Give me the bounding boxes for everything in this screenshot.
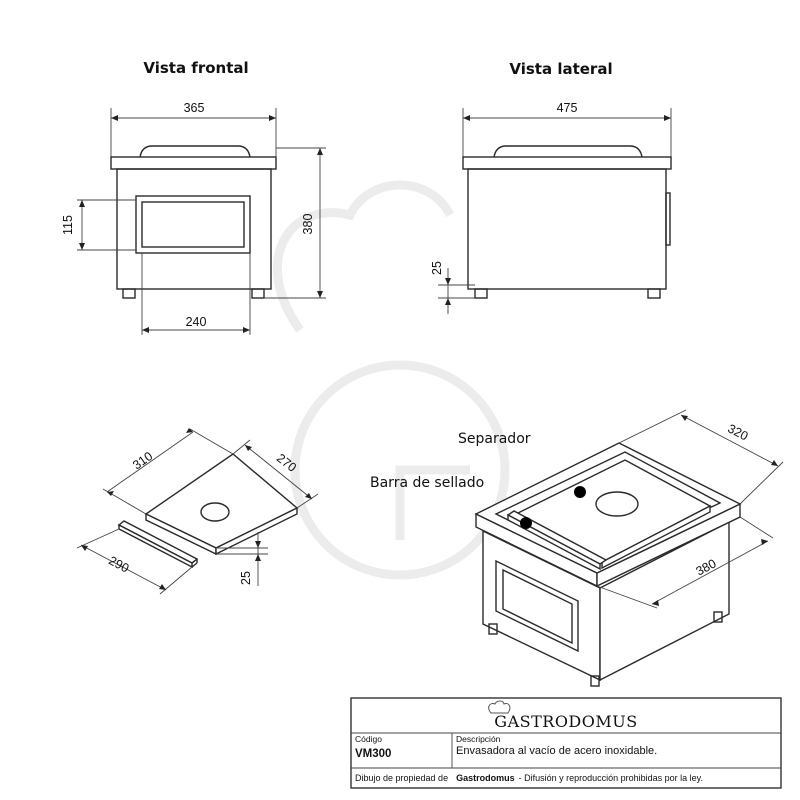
front-view-title: Vista frontal — [143, 59, 248, 77]
window-height-dimension: 115 — [61, 215, 75, 235]
description-label: Descripción — [456, 734, 501, 744]
separator-thickness-dimension: 25 — [239, 571, 253, 585]
side-view: 475 25 — [430, 101, 672, 314]
copyright-brand: Gastrodomus — [456, 773, 515, 783]
brand-name: GASTRODOMUS — [494, 712, 637, 731]
watermark-logo — [272, 180, 510, 580]
copyright-notice: Dibujo de propiedad de Gastrodomus - Dif… — [355, 768, 703, 785]
front-width-dimension: 365 — [184, 101, 205, 115]
gastrodomus-logo-icon — [488, 700, 511, 714]
feet-height-dimension: 25 — [430, 261, 444, 275]
separator-callout: Separador — [458, 431, 531, 447]
front-height-dimension: 380 — [301, 214, 315, 235]
separator-detail: 310 270 290 25 — [76, 428, 319, 595]
sealing-bar-marker — [520, 517, 532, 529]
side-view-title: Vista lateral — [509, 60, 612, 78]
separator-marker — [574, 486, 586, 498]
product-code: VM300 — [355, 748, 391, 760]
front-view: 365 115 380 240 — [61, 101, 326, 335]
title-block: GASTRODOMUS Código VM300 Descripción Env… — [350, 697, 782, 789]
isometric-view: 320 380 Separador Barra de sellado — [370, 409, 784, 687]
window-width-dimension: 240 — [186, 315, 207, 329]
side-depth-dimension: 475 — [557, 101, 578, 115]
code-label: Código — [355, 734, 382, 744]
copyright-prefix: Dibujo de propiedad de — [355, 773, 448, 783]
bar-length-dimension: 290 — [106, 553, 131, 575]
product-description: Envasadora al vacío de acero inoxidable. — [456, 745, 657, 757]
copyright-suffix: - Difusión y reproducción prohibidas por… — [519, 773, 703, 783]
sealing-bar-callout: Barra de sellado — [370, 475, 484, 491]
separator-length-dimension: 310 — [130, 449, 155, 472]
